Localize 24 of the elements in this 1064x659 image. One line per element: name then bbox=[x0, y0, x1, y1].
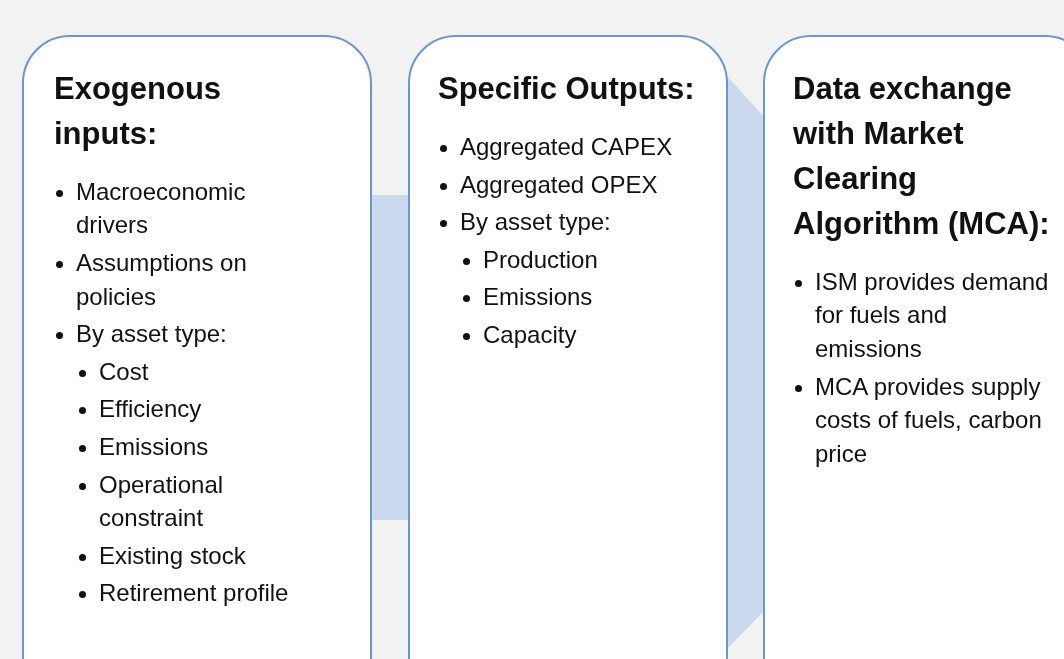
bullet-item: Retirement profile bbox=[77, 576, 310, 610]
bullet-item: Assumptions on policies bbox=[54, 246, 310, 314]
bullet-item: Cost bbox=[77, 354, 310, 389]
bullet-item: By asset type: bbox=[54, 317, 310, 351]
bullet-item: ISM provides demand for fuels and emissions bbox=[793, 264, 1051, 366]
band-connector bbox=[370, 195, 410, 520]
bullet-item: Macroeconomic drivers bbox=[54, 174, 310, 243]
bullet-item: Aggregated CAPEX bbox=[438, 129, 714, 164]
bullet-item: Efficiency bbox=[77, 392, 310, 427]
box-heading: Specific Outputs: bbox=[438, 70, 696, 108]
bullet-item: MCA provides supply costs of fuels, carbon price bbox=[793, 369, 1051, 471]
process-box bbox=[763, 35, 1064, 659]
bullet-item: By asset type: bbox=[438, 205, 714, 239]
bullet-item: Emissions bbox=[77, 430, 310, 464]
bullet-item: Capacity bbox=[461, 317, 714, 352]
bullet-item: Aggregated OPEX bbox=[438, 167, 714, 202]
box-heading: Data exchange with Market Clearing Algorithm (MCA): bbox=[793, 70, 1051, 243]
bullet-item: Existing stock bbox=[77, 538, 310, 573]
bullet-item: Operational constraint bbox=[77, 467, 310, 535]
process-box bbox=[408, 35, 728, 659]
process-box bbox=[22, 35, 372, 659]
box-heading: Exogenous inputs: bbox=[54, 70, 223, 153]
bullet-item: Production bbox=[461, 242, 714, 277]
bullet-item: Emissions bbox=[461, 280, 714, 314]
